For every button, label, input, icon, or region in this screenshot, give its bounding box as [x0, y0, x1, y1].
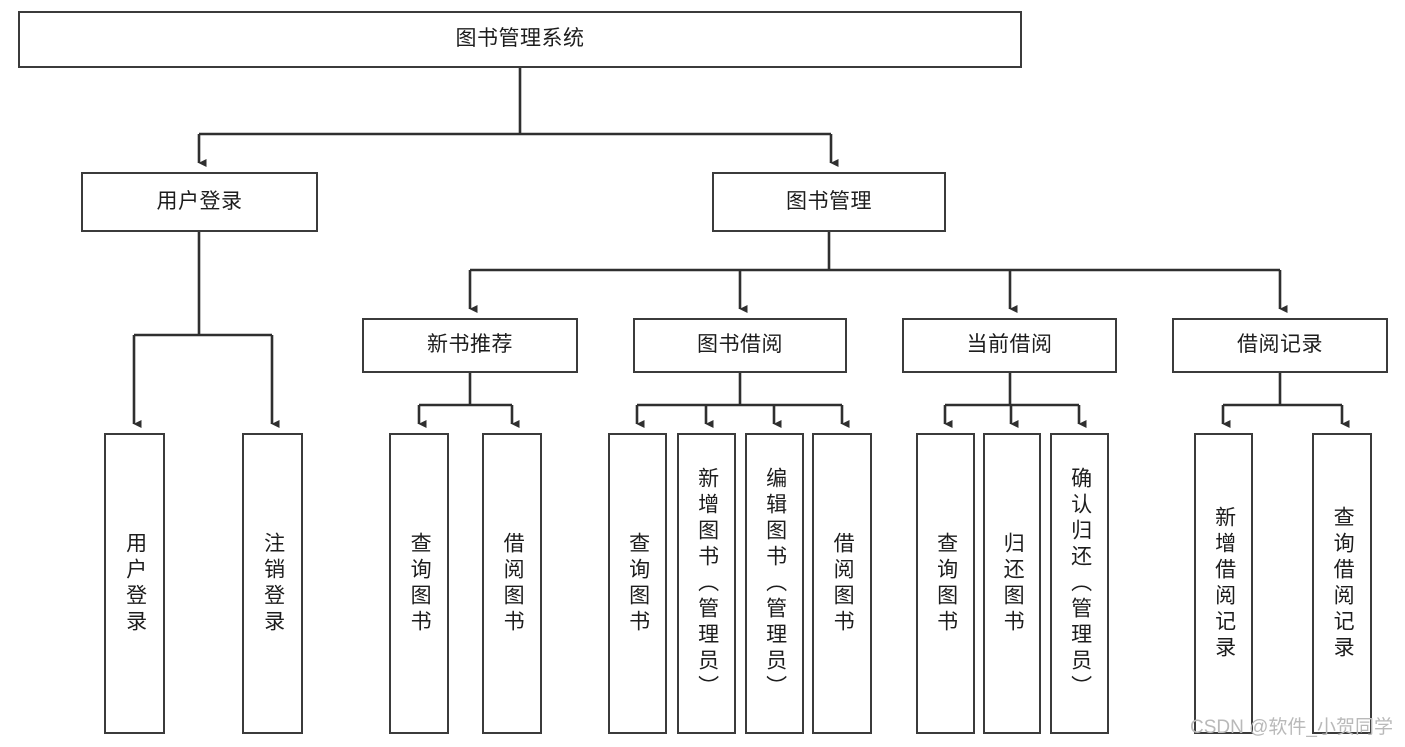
leaf-edit-book-admin-label: 编辑图书（管理员）: [763, 466, 787, 701]
leaf-return-book[interactable]: 归还图书: [983, 433, 1041, 734]
leaf-search-book-current-label: 查询图书: [934, 531, 958, 636]
leaf-search-book-borrow[interactable]: 查询图书: [608, 433, 667, 734]
leaf-search-borrow-record-label: 查询借阅记录: [1331, 505, 1355, 662]
leaf-search-book-borrow-label: 查询图书: [626, 531, 650, 636]
node-current-borrow-label: 当前借阅: [966, 333, 1053, 357]
leaf-user-login-label: 用户登录: [123, 531, 147, 636]
node-book-management-label: 图书管理: [786, 189, 872, 213]
leaf-user-logout[interactable]: 注销登录: [242, 433, 303, 734]
leaf-confirm-return-admin-label: 确认归还（管理员）: [1068, 466, 1092, 701]
node-new-book-recommend[interactable]: 新书推荐: [362, 318, 578, 373]
leaf-add-borrow-record-label: 新增借阅记录: [1212, 505, 1236, 662]
node-root-label: 图书管理系统: [455, 27, 585, 51]
node-root[interactable]: 图书管理系统: [18, 11, 1022, 68]
node-borrow-record-label: 借阅记录: [1237, 333, 1323, 357]
leaf-borrow-book-label: 借阅图书: [831, 531, 855, 636]
leaf-add-borrow-record[interactable]: 新增借阅记录: [1194, 433, 1253, 734]
leaf-search-book-recommend[interactable]: 查询图书: [389, 433, 449, 734]
leaf-borrow-book-recommend[interactable]: 借阅图书: [482, 433, 542, 734]
node-user-login[interactable]: 用户登录: [81, 172, 318, 232]
csdn-watermark: CSDN @软件_小贺同学: [1190, 717, 1393, 738]
leaf-borrow-book-recommend-label: 借阅图书: [501, 531, 525, 636]
leaf-borrow-book[interactable]: 借阅图书: [812, 433, 872, 734]
leaf-add-book-admin-label: 新增图书（管理员）: [695, 466, 719, 701]
leaf-confirm-return-admin[interactable]: 确认归还（管理员）: [1050, 433, 1109, 734]
node-current-borrow[interactable]: 当前借阅: [902, 318, 1117, 373]
node-user-login-label: 用户登录: [156, 189, 243, 213]
node-new-book-recommend-label: 新书推荐: [427, 333, 513, 357]
node-book-borrow-label: 图书借阅: [697, 333, 783, 357]
leaf-return-book-label: 归还图书: [1001, 531, 1025, 636]
leaf-user-logout-label: 注销登录: [261, 531, 285, 636]
leaf-search-borrow-record[interactable]: 查询借阅记录: [1312, 433, 1372, 734]
leaf-user-login[interactable]: 用户登录: [104, 433, 165, 734]
node-book-management[interactable]: 图书管理: [712, 172, 946, 232]
leaf-edit-book-admin[interactable]: 编辑图书（管理员）: [745, 433, 804, 734]
node-borrow-record[interactable]: 借阅记录: [1172, 318, 1388, 373]
leaf-search-book-current[interactable]: 查询图书: [916, 433, 975, 734]
leaf-add-book-admin[interactable]: 新增图书（管理员）: [677, 433, 736, 734]
node-book-borrow[interactable]: 图书借阅: [633, 318, 847, 373]
leaf-search-book-recommend-label: 查询图书: [408, 531, 432, 636]
